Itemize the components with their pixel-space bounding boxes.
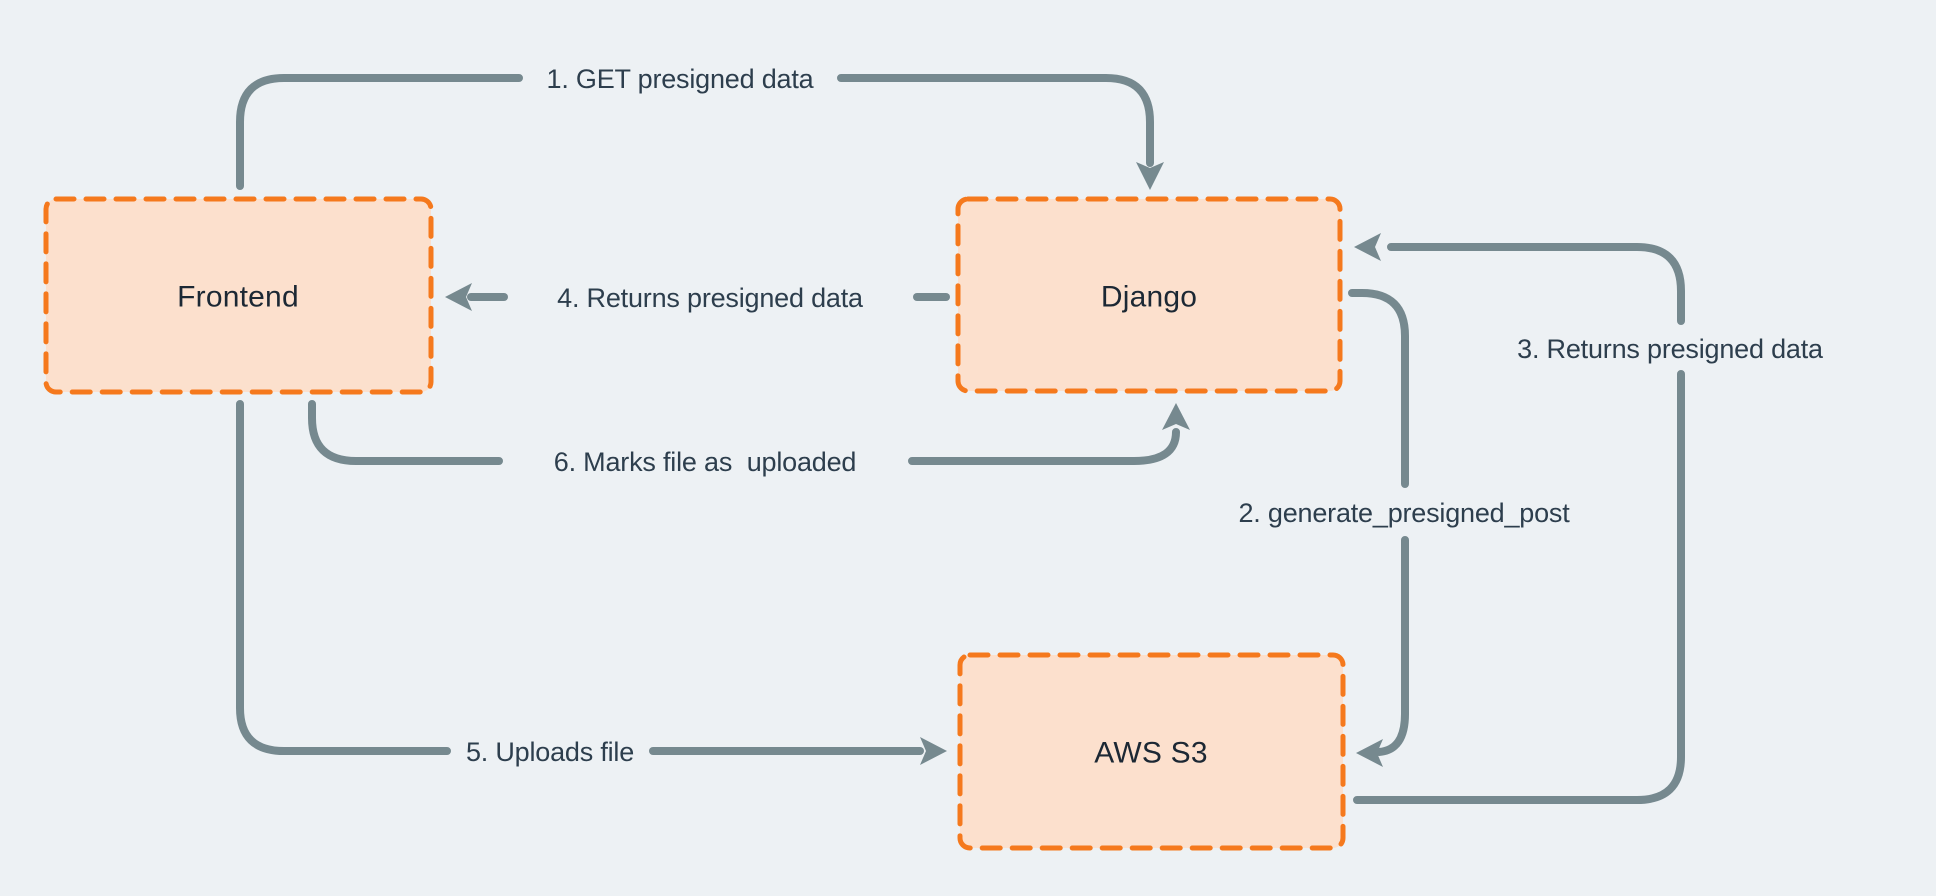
arrow-6-line-right <box>908 428 1180 465</box>
arrow-6-line-left <box>308 400 503 465</box>
node-django-label: Django <box>1101 281 1197 314</box>
node-frontend: Frontend <box>43 196 434 395</box>
arrowhead-up-icon <box>1162 403 1190 430</box>
arrowhead-left-icon <box>1354 233 1381 261</box>
arrow-5-label: 5. Uploads file <box>466 737 634 767</box>
arrow-2-line-bottom <box>1375 536 1409 756</box>
node-aws-s3: AWS S3 <box>957 652 1346 851</box>
arrowhead-left-icon <box>1356 739 1383 767</box>
arrow-6-marks-file-uploaded: 6. Marks file as uploaded <box>308 400 1190 477</box>
arrow-1-get-presigned-data: 1. GET presigned data <box>236 64 1164 190</box>
arrowhead-left-icon <box>445 283 472 311</box>
node-django: Django <box>955 196 1343 394</box>
arrow-1-label: 1. GET presigned data <box>547 64 815 94</box>
node-frontend-label: Frontend <box>177 281 299 314</box>
arrow-3-returns-presigned-data: 3. Returns presigned data <box>1353 233 1824 804</box>
arrow-3-label: 3. Returns presigned data <box>1517 334 1824 364</box>
arrow-1-line-right <box>837 74 1154 167</box>
node-aws-s3-box <box>957 652 1346 851</box>
arrow-5-uploads-file: 5. Uploads file <box>236 400 947 767</box>
arrow-3-line-top <box>1387 243 1685 325</box>
node-django-box <box>955 196 1343 394</box>
arrow-1-line-left <box>236 74 523 190</box>
arrowhead-down-icon <box>1136 162 1164 190</box>
arrow-6-label: 6. Marks file as uploaded <box>554 447 856 477</box>
arrow-2-label: 2. generate_presigned_post <box>1238 498 1570 528</box>
arrow-3-line-bottom <box>1353 370 1685 804</box>
arrow-4-returns-presigned-data: 4. Returns presigned data <box>445 283 950 313</box>
arrow-2-line-top <box>1348 289 1409 488</box>
arrow-2-generate-presigned-post: 2. generate_presigned_post <box>1238 289 1570 767</box>
arrowhead-right-icon <box>920 737 947 765</box>
arrow-5-line-left <box>236 400 451 755</box>
arrow-4-label: 4. Returns presigned data <box>557 283 864 313</box>
node-aws-s3-label: AWS S3 <box>1094 737 1207 770</box>
node-frontend-box <box>43 196 434 395</box>
